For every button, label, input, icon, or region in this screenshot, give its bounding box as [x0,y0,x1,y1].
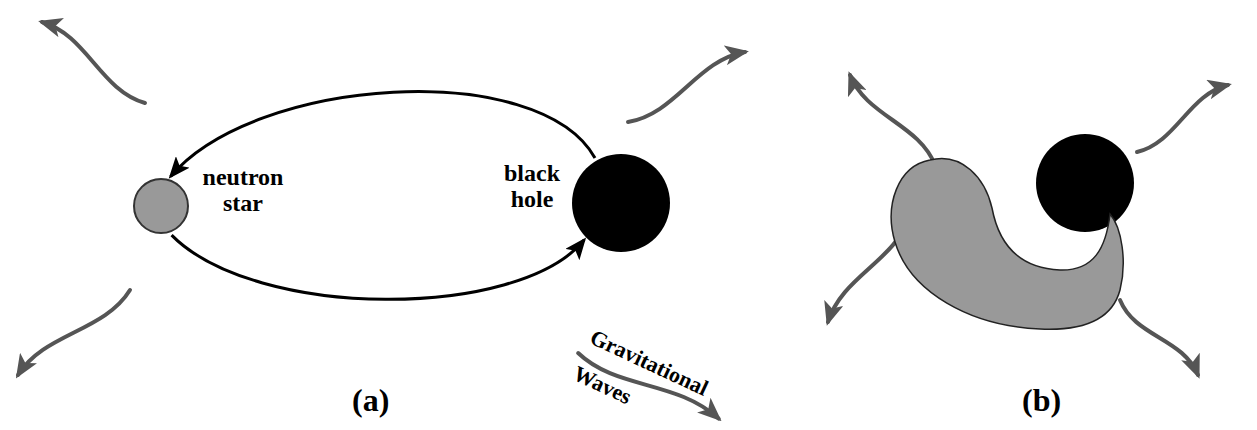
wave-caption: Gravitational Waves [566,318,736,430]
wave-arrow [850,75,935,165]
orbit-arrow [172,235,585,299]
wave-arrow [42,22,145,103]
wave-arrow [628,52,745,122]
wave-arrow [1120,300,1198,375]
black-hole: black hole [572,154,670,252]
wave-arrow [18,290,130,375]
node-label: neutron star [197,164,289,216]
neutron-star: neutron star [133,178,189,234]
black-hole-disc [1036,134,1134,232]
panel-label: (b) [1022,382,1061,419]
wave-arrow [1137,85,1228,152]
panel-label: (a) [352,382,389,419]
disrupted-star [891,159,1123,330]
node-label: black hole [498,160,566,212]
